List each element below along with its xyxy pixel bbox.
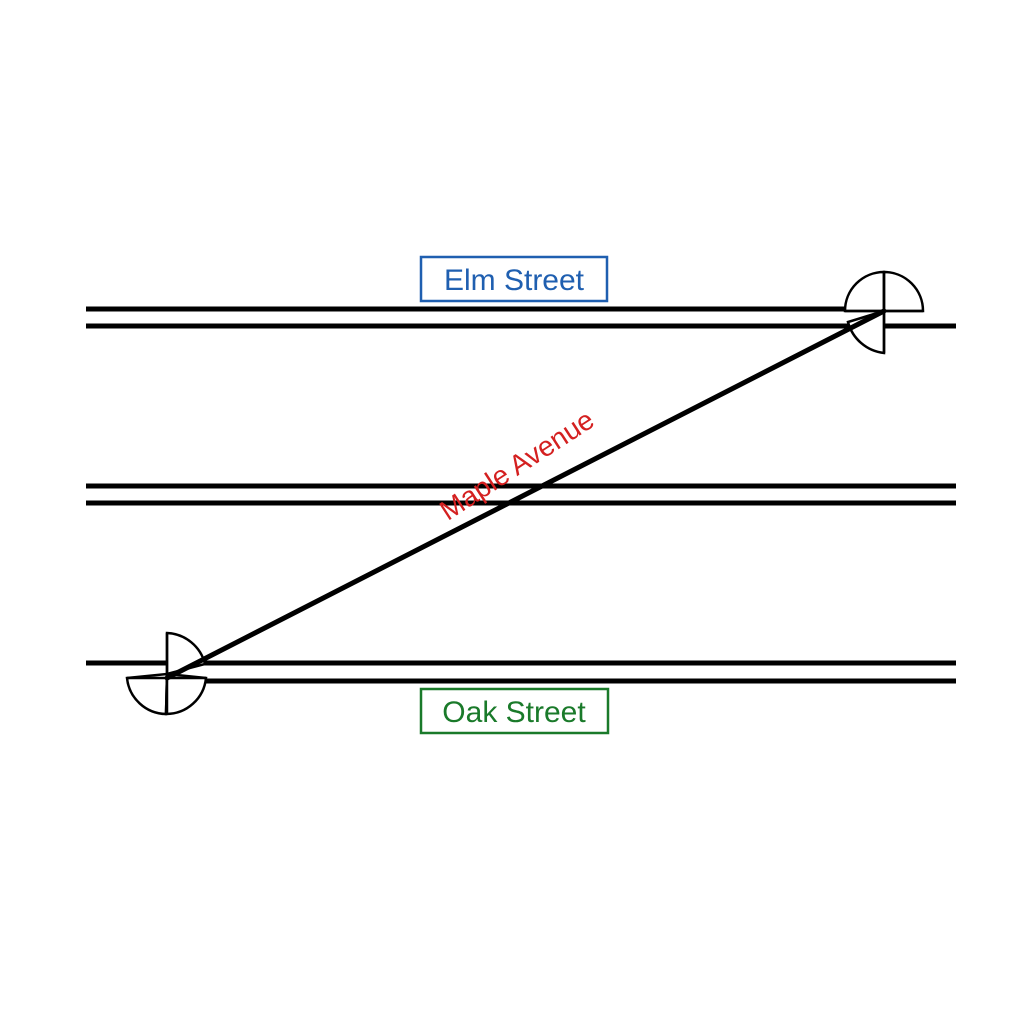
oak-street-label: Oak Street	[419, 687, 610, 735]
quartered-circle-icon	[125, 631, 208, 716]
maple-avenue-label: Maple Avenue	[434, 404, 599, 526]
elm-street-label-box	[419, 255, 609, 303]
oak-street-label-text: Oak Street	[442, 696, 586, 729]
maple-avenue-road	[164, 308, 887, 681]
oak-street-road	[86, 660, 956, 684]
elm-street-label-text: Elm Street	[444, 264, 585, 297]
elm-street-road	[86, 306, 956, 329]
oak-street-label-box	[419, 687, 610, 735]
elm-street-label: Elm Street	[419, 255, 609, 303]
middle-road	[86, 483, 956, 506]
